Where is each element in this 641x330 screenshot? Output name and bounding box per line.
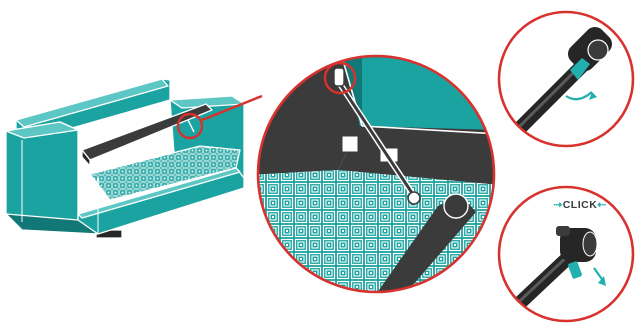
click-text: CLICK [563,199,598,211]
storage-sofa-icon [6,79,244,238]
detail-circle-release [498,12,633,150]
sofa-arm-left [6,122,78,222]
double-arrow-icon-right: ⇠ [597,199,606,211]
zoom-circle-main [250,50,520,300]
double-arrow-icon: ⇢ [553,199,562,211]
click-callout: ⇢CLICK⇠ [540,199,620,211]
storage-floor [250,170,500,300]
